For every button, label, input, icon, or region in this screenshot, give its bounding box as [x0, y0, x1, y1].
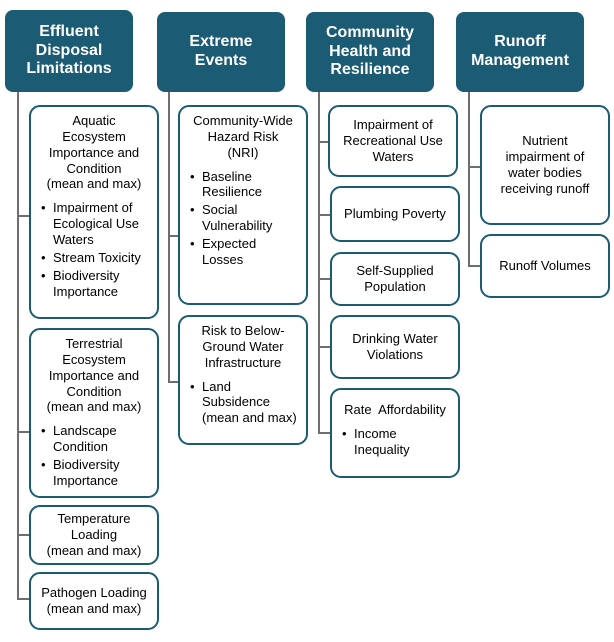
card-impairment-recreational-use-waters-title: Impairment of Recreational Use Waters: [343, 117, 443, 164]
bullet-item: Social Vulnerability: [190, 202, 300, 234]
card-runoff-volumes: Runoff Volumes: [480, 234, 610, 298]
card-temperature-loading: Temperature Loading (mean and max): [29, 505, 159, 565]
community-connector-branch-1: [318, 141, 330, 143]
bullet-item: Land Subsidence (mean and max): [190, 379, 300, 427]
community-connector-branch-5: [318, 432, 330, 434]
effluent-connector-branch-3: [17, 534, 31, 536]
effluent-connector-trunk: [17, 90, 19, 599]
card-below-ground-water-infrastructure-bullets: Land Subsidence (mean and max): [186, 379, 300, 427]
header-effluent-disposal-limitations-label: Effluent Disposal Limitations: [26, 22, 112, 78]
header-runoff-management-label: Runoff Management: [471, 33, 569, 69]
card-aquatic-ecosystem: Aquatic Ecosystem Importance and Conditi…: [29, 105, 159, 319]
bullet-item: Baseline Resilience: [190, 169, 300, 201]
card-community-wide-hazard-risk-bullets: Baseline Resilience Social Vulnerability…: [186, 169, 300, 268]
card-self-supplied-population-title: Self-Supplied Population: [356, 263, 434, 294]
community-connector-branch-4: [318, 346, 330, 348]
community-connector-branch-3: [318, 278, 330, 280]
card-community-wide-hazard-risk-title: Community-Wide Hazard Risk (NRI): [193, 113, 293, 160]
header-community-health-and-resilience-label: Community Health and Resilience: [326, 23, 414, 79]
effluent-connector-branch-2: [17, 431, 31, 433]
card-aquatic-ecosystem-title: Aquatic Ecosystem Importance and Conditi…: [46, 113, 142, 192]
card-rate-affordability-bullets: Income Inequality: [338, 426, 452, 458]
card-pathogen-loading: Pathogen Loading (mean and max): [29, 572, 159, 630]
card-self-supplied-population: Self-Supplied Population: [330, 252, 460, 306]
header-runoff-management: Runoff Management: [456, 12, 584, 92]
bullet-item: Expected Losses: [190, 236, 300, 268]
card-plumbing-poverty-title: Plumbing Poverty: [344, 206, 446, 222]
effluent-connector-branch-4: [17, 598, 31, 600]
bullet-item: Landscape Condition: [41, 423, 151, 455]
card-runoff-volumes-title: Runoff Volumes: [499, 258, 591, 274]
runoff-connector-branch-2: [468, 265, 482, 267]
bullet-item: Biodiversity Importance: [41, 457, 151, 489]
card-drinking-water-violations: Drinking Water Violations: [330, 315, 460, 379]
header-effluent-disposal-limitations: Effluent Disposal Limitations: [5, 10, 133, 92]
card-temperature-loading-title: Temperature Loading (mean and max): [46, 511, 142, 558]
card-drinking-water-violations-title: Drinking Water Violations: [352, 331, 438, 362]
card-plumbing-poverty: Plumbing Poverty: [330, 186, 460, 242]
community-connector-branch-2: [318, 214, 330, 216]
header-community-health-and-resilience: Community Health and Resilience: [306, 12, 434, 92]
card-nutrient-impairment: Nutrient impairment of water bodies rece…: [480, 105, 610, 225]
bullet-item: Income Inequality: [342, 426, 452, 458]
card-below-ground-water-infrastructure-title: Risk to Below- Ground Water Infrastructu…: [201, 323, 285, 370]
bullet-item: Stream Toxicity: [41, 250, 151, 266]
bullet-item: Biodiversity Importance: [41, 268, 151, 300]
card-pathogen-loading-title: Pathogen Loading (mean and max): [41, 585, 147, 616]
card-impairment-recreational-use-waters: Impairment of Recreational Use Waters: [328, 105, 458, 177]
card-aquatic-ecosystem-bullets: Impairment of Ecological Use Waters Stre…: [37, 200, 151, 299]
card-community-wide-hazard-risk: Community-Wide Hazard Risk (NRI) Baselin…: [178, 105, 308, 305]
header-extreme-events: Extreme Events: [157, 12, 285, 92]
extreme-connector-branch-2: [168, 381, 180, 383]
card-rate-affordability-title: Rate Affordability: [344, 402, 446, 417]
card-terrestrial-ecosystem: Terrestrial Ecosystem Importance and Con…: [29, 328, 159, 498]
card-terrestrial-ecosystem-title: Terrestrial Ecosystem Importance and Con…: [46, 336, 142, 415]
bullet-item: Impairment of Ecological Use Waters: [41, 200, 151, 248]
extreme-connector-branch-1: [168, 235, 180, 237]
card-terrestrial-ecosystem-bullets: Landscape Condition Biodiversity Importa…: [37, 423, 151, 488]
extreme-connector-trunk: [168, 92, 170, 382]
header-extreme-events-label: Extreme Events: [189, 33, 253, 69]
card-nutrient-impairment-title: Nutrient impairment of water bodies rece…: [500, 133, 590, 196]
runoff-connector-trunk: [468, 92, 470, 266]
runoff-connector-branch-1: [468, 166, 482, 168]
card-rate-affordability: Rate Affordability Income Inequality: [330, 388, 460, 478]
card-below-ground-water-infrastructure: Risk to Below- Ground Water Infrastructu…: [178, 315, 308, 445]
community-connector-trunk: [318, 92, 320, 434]
effluent-connector-branch-1: [17, 215, 31, 217]
